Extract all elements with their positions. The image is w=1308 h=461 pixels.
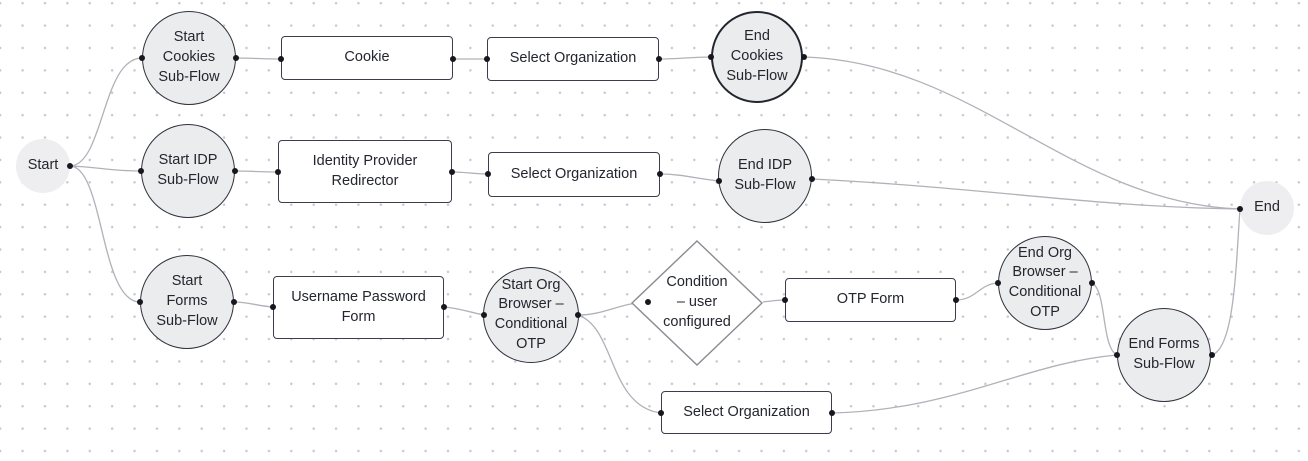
node-end-cookies-sub-flow[interactable]: End Cookies Sub-Flow xyxy=(711,11,803,103)
node-label: End Org Browser – Conditional OTP xyxy=(1008,244,1082,320)
node-label: Select Organization xyxy=(683,403,810,420)
node-end-forms-sub-flow[interactable]: End Forms Sub-Flow xyxy=(1117,308,1211,402)
edge-end-forms-sub-flow-to-end xyxy=(1211,208,1241,356)
edge-start-to-start-cookies-sub-flow xyxy=(69,57,143,167)
edge-end-org-browser-conditional-otp-to-end-forms-sub-flow xyxy=(1091,282,1118,356)
node-start-idp-sub-flow[interactable]: Start IDP Sub-Flow xyxy=(141,124,235,218)
edge-start-to-start-idp-sub-flow xyxy=(69,165,142,172)
node-otp-form[interactable]: OTP Form xyxy=(785,278,956,322)
node-select-organization-bottom[interactable]: Select Organization xyxy=(661,391,832,434)
node-label: Cookie xyxy=(344,49,390,66)
node-label: Start Org Browser – Conditional OTP xyxy=(494,276,568,352)
node-label: Identity Provider Redirector xyxy=(312,152,418,189)
edge-condition-user-configured-to-otp-form xyxy=(762,299,786,303)
node-select-organization-middle[interactable]: Select Organization xyxy=(488,152,660,197)
node-condition-user-configured[interactable]: Condition – user configured xyxy=(631,240,763,366)
node-label: End xyxy=(1254,199,1280,216)
node-label: OTP Form xyxy=(836,291,905,308)
edge-start-cookies-sub-flow-to-cookie xyxy=(235,57,282,60)
edge-end-cookies-sub-flow-to-end xyxy=(803,56,1241,210)
node-end[interactable]: End xyxy=(1240,181,1294,235)
edge-start-forms-sub-flow-to-username-password-form xyxy=(233,301,274,308)
node-username-password-form[interactable]: Username Password Form xyxy=(273,276,444,339)
edge-otp-form-to-end-org-browser-conditional-otp xyxy=(955,282,999,301)
node-start-forms-sub-flow[interactable]: Start Forms Sub-Flow xyxy=(140,255,234,349)
edge-select-organization-top-to-end-cookies-sub-flow xyxy=(658,56,712,60)
node-label: Username Password Form xyxy=(291,288,426,325)
node-label: Start IDP Sub-Flow xyxy=(157,152,219,188)
node-label: End IDP Sub-Flow xyxy=(734,157,796,193)
node-end-org-browser-conditional-otp[interactable]: End Org Browser – Conditional OTP xyxy=(998,236,1092,330)
node-label: Select Organization xyxy=(509,50,637,67)
node-select-organization-top[interactable]: Select Organization xyxy=(487,37,659,81)
edge-select-organization-middle-to-end-idp-sub-flow xyxy=(659,173,720,182)
node-label: Condition – user configured xyxy=(663,274,731,330)
edge-start-to-start-forms-sub-flow xyxy=(69,165,141,303)
node-label: Start Cookies Sub-Flow xyxy=(158,29,220,85)
node-label: Start Forms Sub-Flow xyxy=(156,273,218,329)
node-start-cookies-sub-flow[interactable]: Start Cookies Sub-Flow xyxy=(142,11,236,105)
node-label: Select Organization xyxy=(510,165,638,182)
edge-select-organization-bottom-to-end-forms-sub-flow xyxy=(831,354,1118,414)
node-identity-provider-redirector[interactable]: Identity Provider Redirector xyxy=(278,140,452,203)
node-end-idp-sub-flow[interactable]: End IDP Sub-Flow xyxy=(718,129,812,223)
edge-start-idp-sub-flow-to-identity-provider-redirector xyxy=(234,170,279,173)
node-label: End Forms Sub-Flow xyxy=(1128,336,1200,372)
diamond-shape xyxy=(631,240,763,366)
edge-end-idp-sub-flow-to-end xyxy=(811,178,1241,210)
node-start[interactable]: Start xyxy=(16,139,70,193)
node-cookie[interactable]: Cookie xyxy=(281,36,453,80)
node-start-org-browser-conditional-otp[interactable]: Start Org Browser – Conditional OTP xyxy=(483,267,579,363)
node-label: End Cookies Sub-Flow xyxy=(726,28,788,84)
node-label: Start xyxy=(27,157,59,174)
edge-identity-provider-redirector-to-select-organization-middle xyxy=(451,171,489,175)
edge-username-password-form-to-start-org-browser-conditional-otp xyxy=(443,306,485,316)
